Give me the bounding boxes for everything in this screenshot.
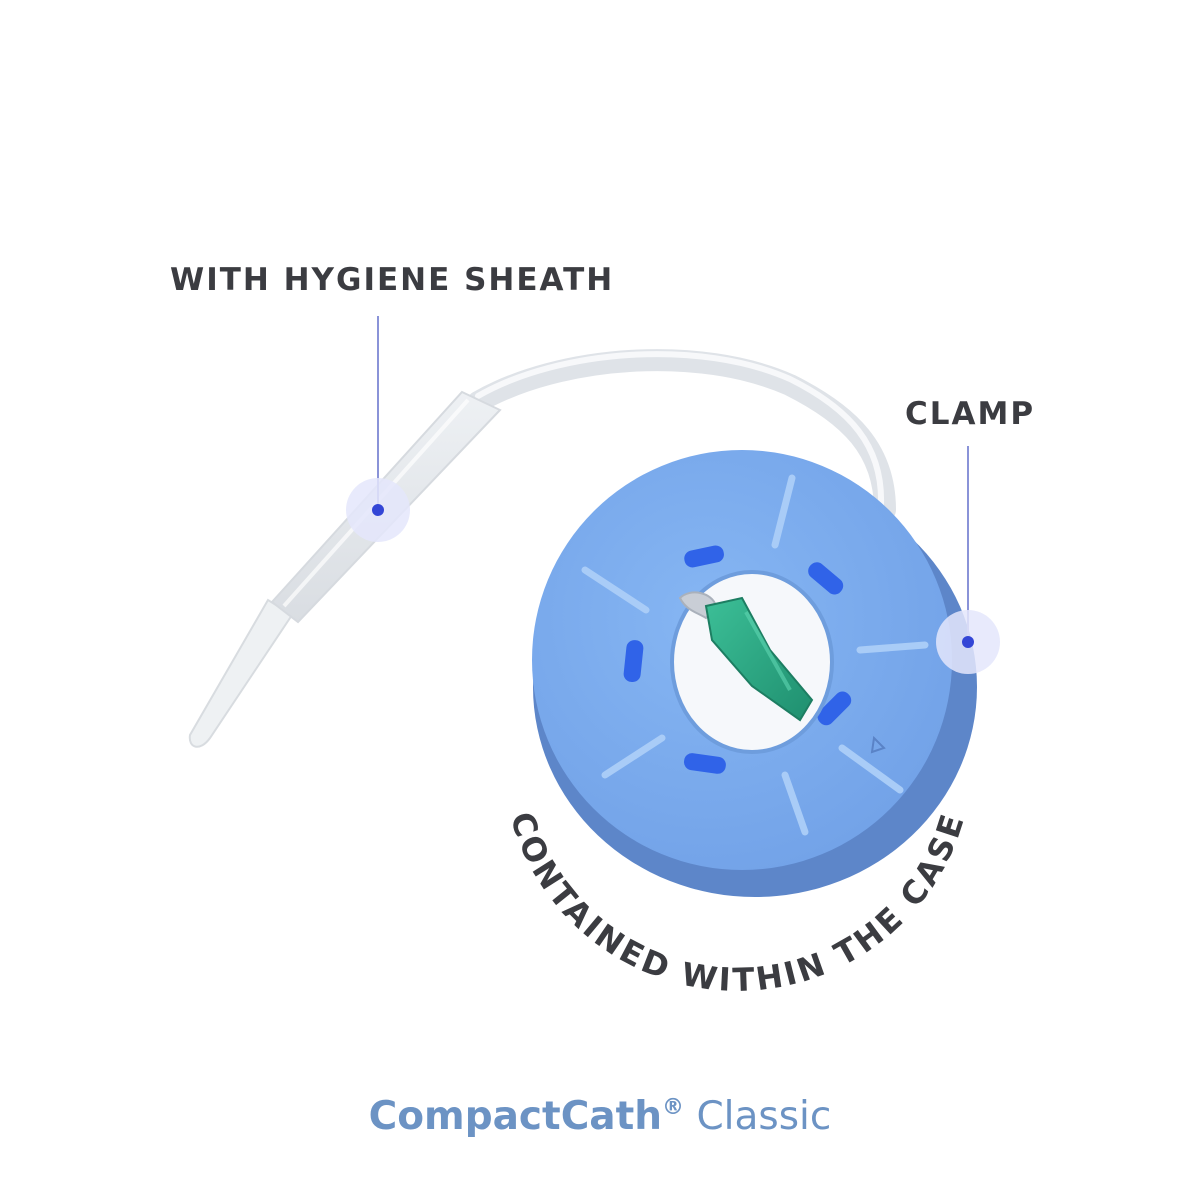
brand-title: CompactCath® Classic <box>0 1094 1200 1139</box>
brand-variant: Classic <box>696 1094 832 1139</box>
case-arrow-mark <box>870 735 886 754</box>
case-slots <box>623 545 852 774</box>
registered-mark: ® <box>662 1095 685 1120</box>
sheath-callout: WITH HYGIENE SHEATH <box>170 262 615 298</box>
case-opening-rim <box>670 570 834 754</box>
catheter-tube-highlight <box>475 351 885 508</box>
catheter-tip <box>188 598 294 748</box>
clamp-marker-dot <box>962 636 974 648</box>
clamp-callout: CLAMP <box>905 396 1036 432</box>
case-ribs <box>581 474 929 836</box>
sheath-marker-dot <box>372 504 384 516</box>
connector-ridge <box>744 611 792 691</box>
brand-name: CompactCath <box>368 1094 663 1139</box>
green-connector <box>704 596 814 722</box>
